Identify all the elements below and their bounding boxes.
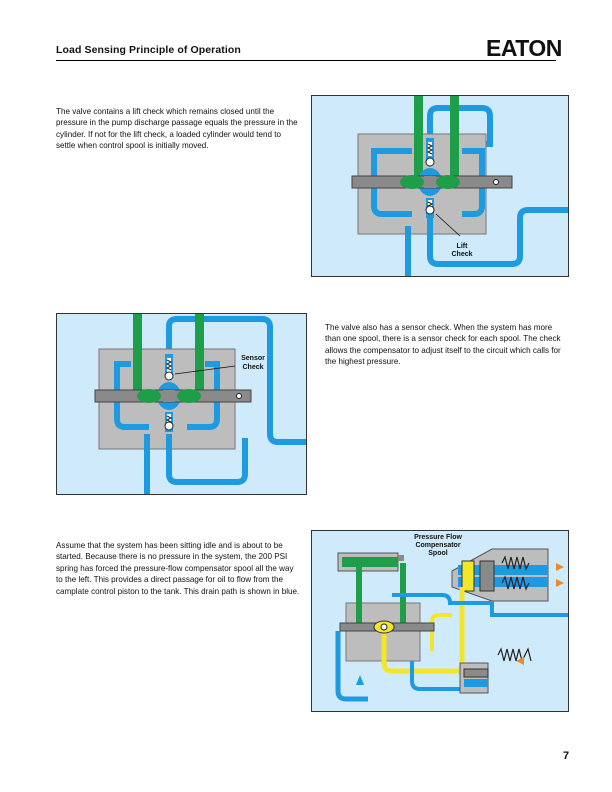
header-divider: [56, 60, 556, 61]
paragraph-sensor-check: The valve also has a sensor check. When …: [325, 323, 561, 367]
paragraph-lift-check: The valve contains a lift check which re…: [56, 107, 298, 151]
eaton-logo: EATON: [486, 35, 562, 61]
figure-sensor-check: Sensor Check: [56, 313, 307, 495]
figure-lift-check: Lift Check: [311, 95, 569, 277]
compensator-label: Pressure Flow: [414, 534, 462, 541]
page-number: 7: [563, 750, 570, 762]
lift-check-label: Lift: [457, 243, 469, 250]
figure-compensator: Pressure Flow Compensator Spool: [311, 530, 569, 712]
sensor-check-label-2: Check: [242, 364, 263, 371]
paragraph-idle-system: Assume that the system has been sitting …: [56, 541, 300, 596]
lift-check-label-2: Check: [451, 251, 472, 258]
compensator-label-3: Spool: [428, 550, 447, 557]
compensator-label-2: Compensator: [415, 542, 460, 549]
page-title: Load Sensing Principle of Operation: [56, 44, 241, 56]
sensor-check-label: Sensor: [241, 355, 265, 362]
